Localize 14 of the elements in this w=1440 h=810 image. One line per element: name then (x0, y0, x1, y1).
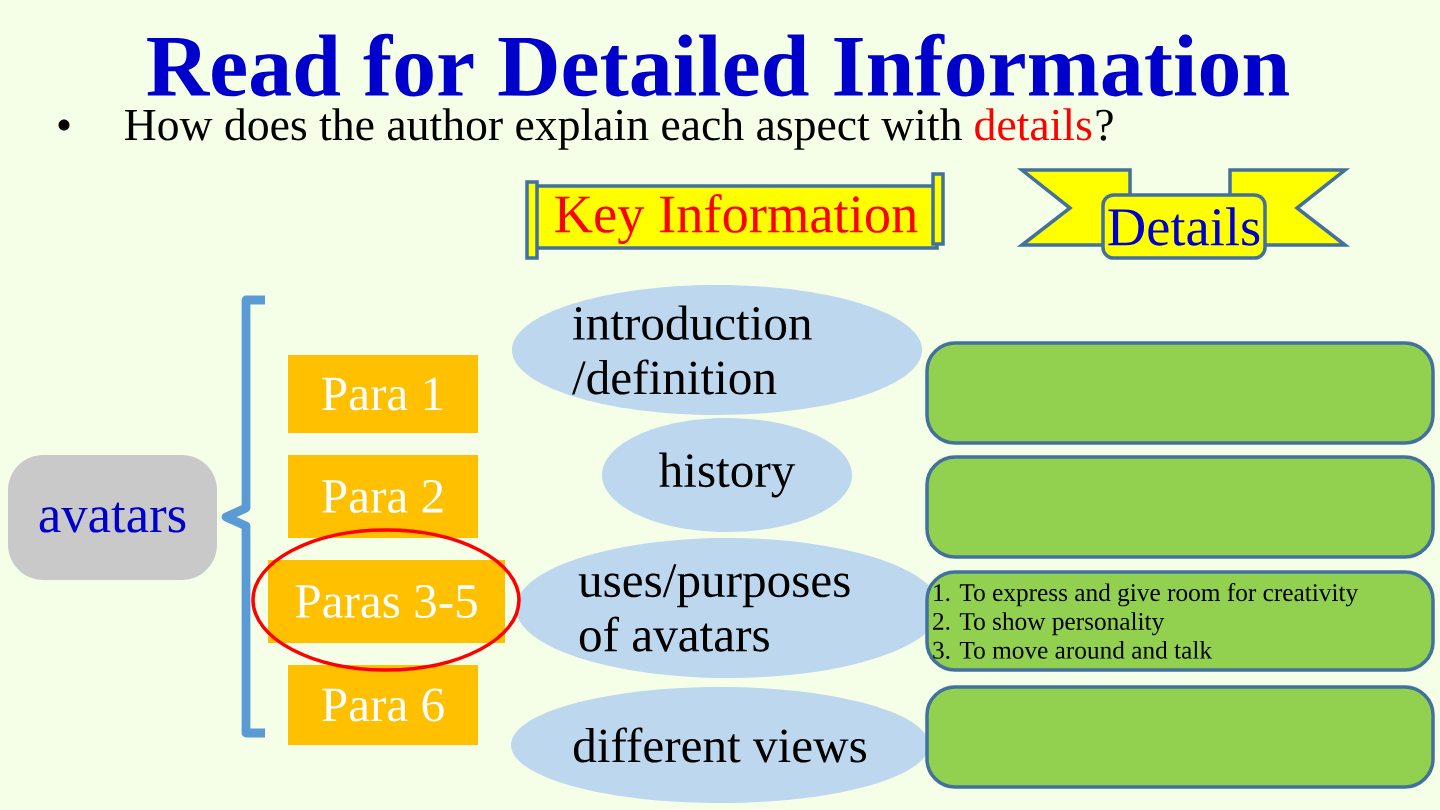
empty-box (925, 341, 1435, 445)
ribbon-banner: Details (1016, 168, 1351, 260)
paragraph-box: Paras 3-5 (268, 560, 505, 643)
question-text: details (975, 108, 1092, 141)
paragraph-box: Para 1 (288, 355, 478, 433)
paragraph-box: Para 6 (288, 665, 478, 745)
empty-box (925, 685, 1435, 789)
details-box: 1. To express and give room for creativity 2. To show personality 3. To move around and talk (925, 570, 1435, 672)
empty-box (925, 455, 1435, 559)
paragraph-box: Para 2 (288, 455, 478, 538)
scroll-banner: Key Information (525, 172, 945, 260)
title: Read for Detailed Information (147, 33, 1289, 97)
topic-box: avatars (8, 455, 217, 580)
question-text: How does the author explain each aspect with (125, 108, 962, 150)
